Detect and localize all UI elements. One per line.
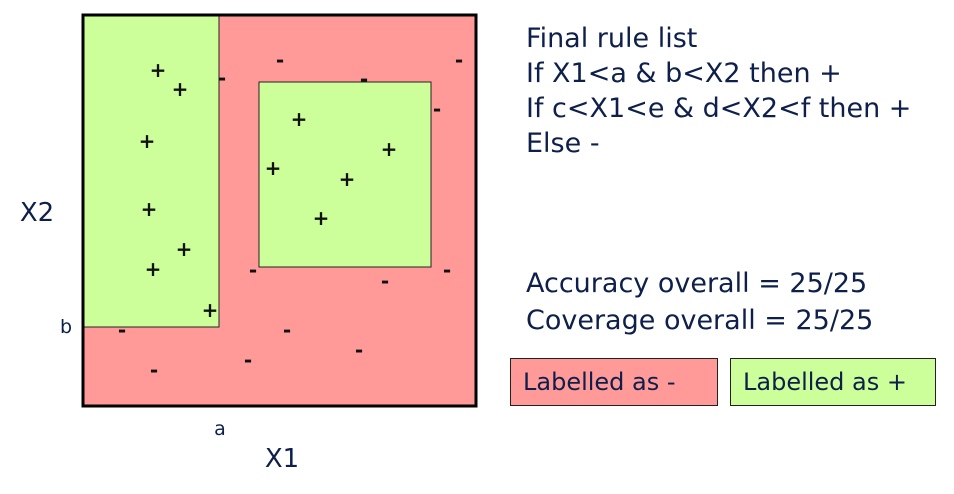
plus-point: + [291,107,308,131]
minus-point: - [443,258,451,282]
minus-point: - [150,358,158,382]
minus-point: - [360,67,368,91]
plus-point: + [145,257,162,281]
tick-b-label: b [60,316,72,338]
rule-1: If X1<a & b<X2 then + [526,58,842,89]
minus-point: - [381,269,389,293]
data-points: ++++++++++++------------- [118,48,463,382]
plot-border [81,13,478,408]
minus-point: - [433,97,441,121]
y-axis-label: X2 [20,198,54,228]
minus-point: - [249,258,257,282]
plus-point: + [150,58,167,82]
plus-point: + [202,298,219,322]
plus-point: + [339,167,356,191]
plus-point: + [313,206,330,230]
plus-point: + [176,237,193,261]
tick-a-label: a [214,418,226,440]
rule-2: If c<X1<e & d<X2<f then + [526,93,912,124]
minus-point: - [276,48,284,72]
accuracy-text: Accuracy overall = 25/25 [526,268,868,299]
minus-point: - [455,48,463,72]
minus-point: - [218,66,226,90]
positive-region-box [258,81,432,268]
plus-point: + [265,156,282,180]
x-axis-label: X1 [265,444,299,474]
rule-list-title: Final rule list [526,23,698,54]
plus-point: + [141,197,158,221]
legend-negative: Labelled as - [510,358,718,406]
minus-point: - [244,348,252,372]
legend-positive: Labelled as + [730,358,936,406]
minus-point: - [283,318,291,342]
plus-point: + [381,137,398,161]
minus-point: - [118,318,126,342]
plus-point: + [172,77,189,101]
minus-point: - [355,338,363,362]
positive-region-left [82,14,220,328]
plus-point: + [139,129,156,153]
coverage-text: Coverage overall = 25/25 [526,305,874,336]
rule-else: Else - [526,128,600,159]
